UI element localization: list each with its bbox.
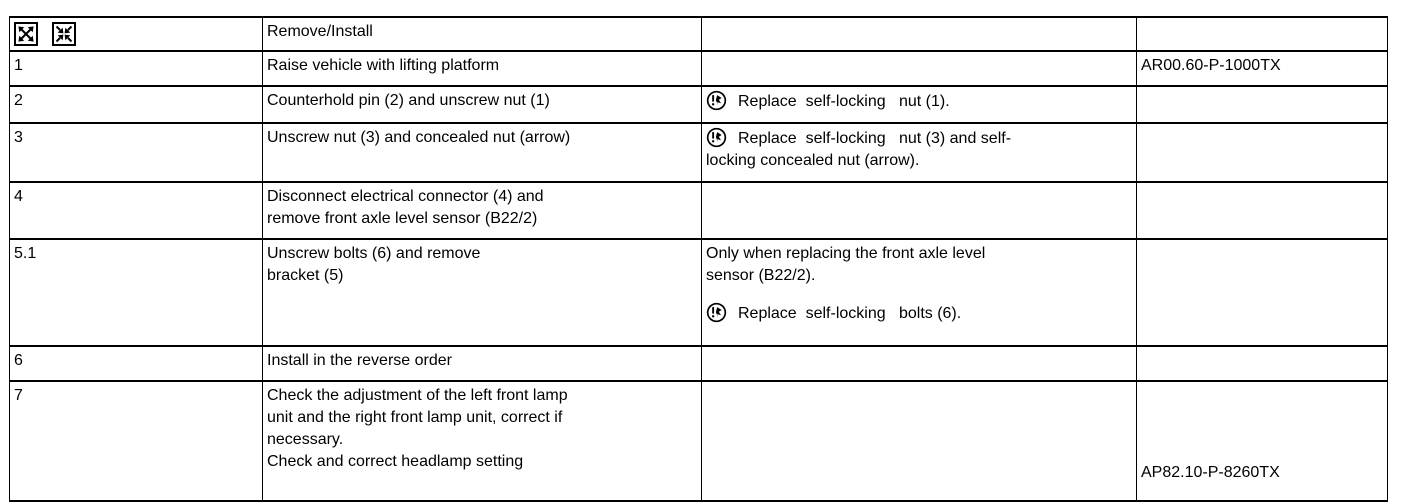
instruction-cell: Counterhold pin (2) and unscrew nut (1) xyxy=(262,85,702,124)
replace-note-icon xyxy=(706,302,727,323)
empty-cell xyxy=(1136,181,1388,240)
step-cell: 5.1 xyxy=(9,238,263,347)
procedure-table-wrap: Remove/Install 1 Raise vehicle with lift… xyxy=(9,16,1388,502)
note-text: Replace self-locking nut (3) and self- l… xyxy=(706,130,1012,169)
replace-note-icon xyxy=(706,90,727,111)
note-condition-text: Only when replacing the front axle level… xyxy=(706,245,986,284)
instruction-cell: Disconnect electrical connector (4) and … xyxy=(262,181,702,240)
table-header-row: Remove/Install xyxy=(9,16,1388,52)
instruction-text: Unscrew bolts (6) and remove bracket (5) xyxy=(267,245,481,284)
step-cell: 1 xyxy=(9,50,263,87)
header-title-cell: Remove/Install xyxy=(262,16,702,52)
procedure-table: Remove/Install 1 Raise vehicle with lift… xyxy=(9,16,1388,502)
instruction-cell: Raise vehicle with lifting platform xyxy=(262,50,702,87)
note-cell xyxy=(701,345,1137,382)
note-line: Replace self-locking nut (3) and self- l… xyxy=(706,127,1132,172)
instruction-text: Counterhold pin (2) and unscrew nut (1) xyxy=(267,92,550,109)
header-icons xyxy=(14,21,258,46)
note-cell: Only when replacing the front axle level… xyxy=(701,238,1137,347)
note-cell: Replace self-locking nut (1). xyxy=(701,85,1137,124)
document-reference-link[interactable]: AR00.60-P-1000TX xyxy=(1141,57,1281,74)
step-cell: 6 xyxy=(9,345,263,382)
document-reference-link[interactable]: AP82.10-P-8260TX xyxy=(1141,464,1280,481)
step-number: 3 xyxy=(14,129,23,146)
note-line: Replace self-locking nut (1). xyxy=(706,90,1132,113)
step-number: 4 xyxy=(14,188,23,205)
step-cell: 2 xyxy=(9,85,263,124)
step-number: 5.1 xyxy=(14,245,37,262)
step-number: 1 xyxy=(14,57,23,74)
step-number: 7 xyxy=(14,387,23,404)
instruction-text: Check the adjustment of the left front l… xyxy=(267,387,568,470)
table-row: 3 Unscrew nut (3) and concealed nut (arr… xyxy=(9,122,1388,183)
note-cell xyxy=(701,380,1137,502)
empty-cell xyxy=(1136,238,1388,347)
step-cell: 4 xyxy=(9,181,263,240)
instruction-text: Install in the reverse order xyxy=(267,352,452,369)
replace-note-icon xyxy=(706,127,727,148)
header-icons-cell xyxy=(9,16,263,52)
empty-cell xyxy=(1136,122,1388,183)
empty-cell xyxy=(1136,16,1388,52)
expand-all-icon[interactable] xyxy=(14,22,38,46)
instruction-cell: Check the adjustment of the left front l… xyxy=(262,380,702,502)
table-row: 1 Raise vehicle with lifting platform AR… xyxy=(9,50,1388,87)
instruction-cell: Install in the reverse order xyxy=(262,345,702,382)
instruction-cell: Unscrew nut (3) and concealed nut (arrow… xyxy=(262,122,702,183)
note-cell xyxy=(701,181,1137,240)
reference-cell: AP82.10-P-8260TX xyxy=(1136,380,1388,502)
table-row: 7 Check the adjustment of the left front… xyxy=(9,380,1388,502)
table-row: 5.1 Unscrew bolts (6) and remove bracket… xyxy=(9,238,1388,347)
note-line: Replace self-locking bolts (6). xyxy=(706,302,1132,325)
step-cell: 7 xyxy=(9,380,263,502)
step-number: 2 xyxy=(14,92,23,109)
empty-cell xyxy=(1136,85,1388,124)
reference-cell: AR00.60-P-1000TX xyxy=(1136,50,1388,87)
instruction-text: Unscrew nut (3) and concealed nut (arrow… xyxy=(267,129,571,146)
instruction-text: Raise vehicle with lifting platform xyxy=(267,57,500,74)
instruction-text: Disconnect electrical connector (4) and … xyxy=(267,188,544,227)
empty-cell xyxy=(1136,345,1388,382)
note-text: Replace self-locking nut (1). xyxy=(738,93,950,110)
note-cell xyxy=(701,50,1137,87)
table-row: 4 Disconnect electrical connector (4) an… xyxy=(9,181,1388,240)
table-row: 2 Counterhold pin (2) and unscrew nut (1… xyxy=(9,85,1388,124)
empty-cell xyxy=(701,16,1137,52)
table-title: Remove/Install xyxy=(267,23,373,40)
step-cell: 3 xyxy=(9,122,263,183)
table-row: 6 Install in the reverse order xyxy=(9,345,1388,382)
note-text: Replace self-locking bolts (6). xyxy=(738,305,962,322)
collapse-all-icon[interactable] xyxy=(52,22,76,46)
instruction-cell: Unscrew bolts (6) and remove bracket (5) xyxy=(262,238,702,347)
note-cell: Replace self-locking nut (3) and self- l… xyxy=(701,122,1137,183)
step-number: 6 xyxy=(14,352,23,369)
